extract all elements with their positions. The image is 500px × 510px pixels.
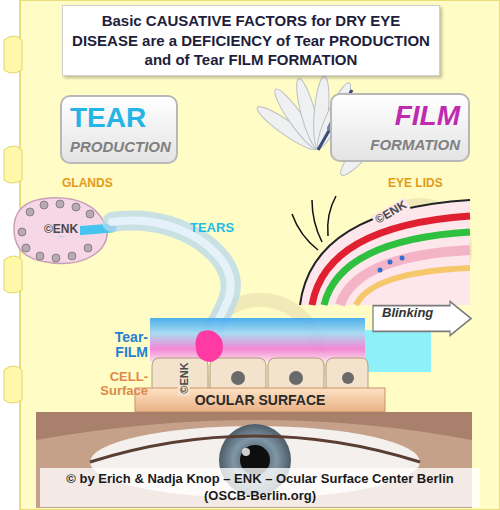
box-subheading: FORMATION bbox=[340, 136, 460, 154]
part-label: CELL-Surface bbox=[88, 370, 148, 399]
part-label: Tear-FILM bbox=[92, 330, 148, 361]
process-box: FILM FORMATION bbox=[330, 93, 470, 162]
surface-band: OCULAR SURFACE bbox=[135, 388, 385, 428]
part-label: TEARS bbox=[190, 221, 234, 235]
title-text: Basic CAUSATIVE FACTORS for DRY EYE DISE… bbox=[71, 11, 431, 70]
box-subheading: PRODUCTION bbox=[70, 138, 168, 156]
copyright-caption: © by Erich & Nadja Knop – ENK – Ocular S… bbox=[40, 468, 480, 507]
watermark: ©ENK bbox=[178, 360, 190, 395]
watermark: ©ENK bbox=[42, 223, 80, 236]
band-text: OCULAR SURFACE bbox=[135, 388, 385, 412]
part-label: GLANDS bbox=[62, 177, 113, 190]
box-heading: FILM bbox=[340, 101, 460, 132]
arrow-text: Blinking bbox=[372, 300, 472, 321]
process-box: TEAR PRODUCTION bbox=[60, 95, 178, 164]
box-heading: TEAR bbox=[70, 103, 168, 134]
arrow-shape: Blinking bbox=[372, 300, 472, 337]
title-box: Basic CAUSATIVE FACTORS for DRY EYE DISE… bbox=[62, 5, 440, 76]
part-label: EYE LIDS bbox=[388, 177, 443, 190]
